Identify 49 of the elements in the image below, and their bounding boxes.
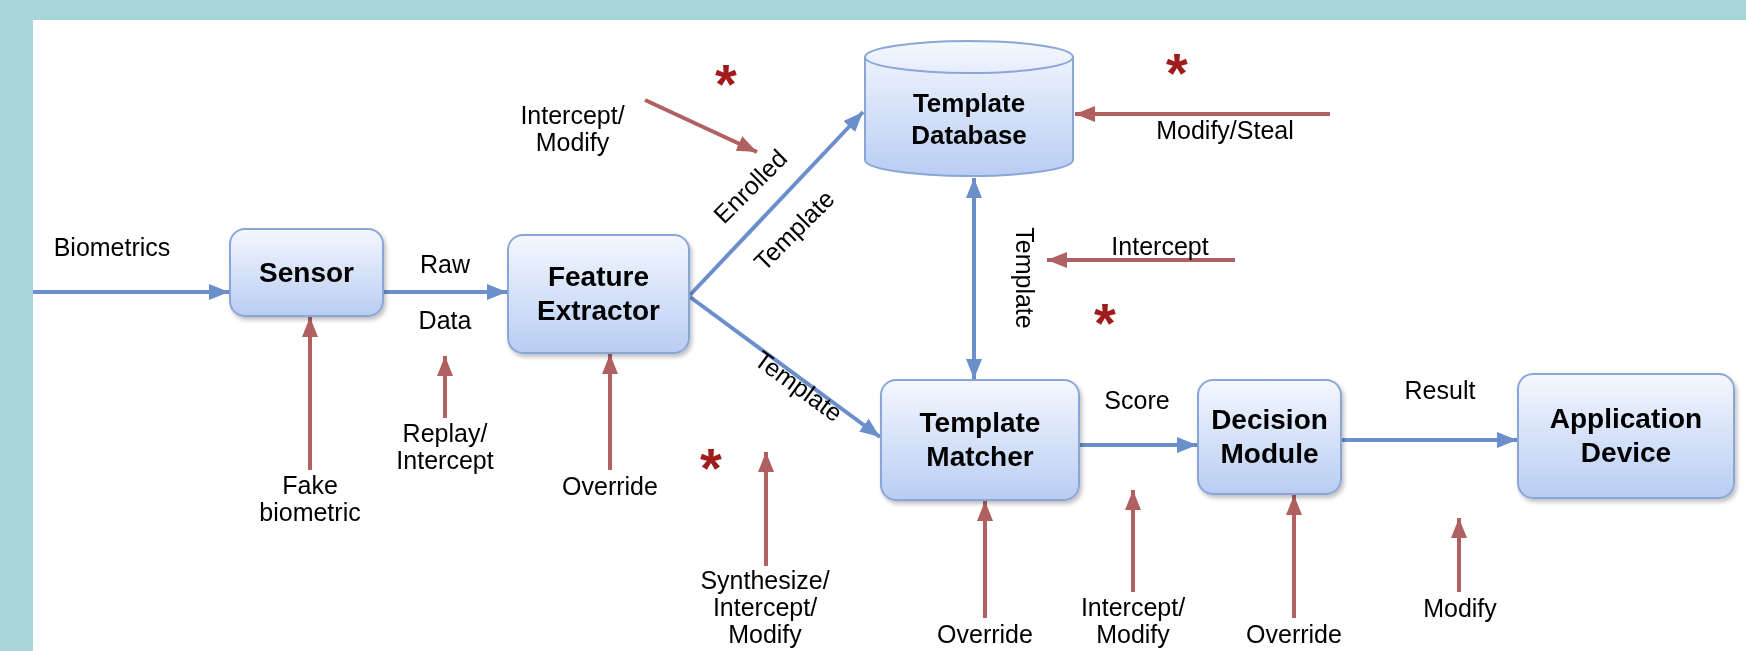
box-title: Feature Extractor [536,260,661,328]
box-title: Application Device [1548,402,1704,470]
arrow [688,295,882,439]
attack-text: Modify [1422,595,1498,622]
attack-text: Intercept/ Modify [1079,594,1187,648]
arrow [1286,495,1302,618]
attack-text: Fake biometric [258,472,362,526]
arrow [1451,518,1467,592]
arrow [1047,252,1235,268]
process-box [229,228,384,317]
box-title: Template Matcher [918,406,1042,474]
arrow [1125,490,1141,592]
arrow [1342,432,1517,448]
attack-text: Modify/Steal [1155,117,1295,144]
edge-label: Biometrics [52,232,172,262]
asterisk-mark: * [700,448,722,488]
attack-text: Replay/ Intercept [395,420,495,474]
edge-label: Result [1403,375,1477,405]
box-title: Decision Module [1210,403,1329,471]
attack-text: Override [1245,621,1343,648]
arrow [302,317,318,470]
arrow [33,284,229,300]
arrow [966,178,982,379]
asterisk-mark: * [1094,303,1116,343]
edge-label: Template [1010,226,1040,331]
process-box [1517,373,1735,499]
asterisk-mark: * [1166,53,1188,93]
arrow [384,284,507,300]
attack-text: Intercept/ Modify [519,102,626,156]
attack-text: Override [561,473,659,500]
process-box [880,379,1080,501]
asterisk-mark: * [715,64,737,104]
attack-text: Intercept [1110,233,1210,260]
box-title: Sensor [258,255,355,290]
edge-label: Raw Data [417,249,473,336]
arrow [977,501,993,618]
arrow [1080,437,1197,453]
attack-text: Synthesize/ Intercept/ Modify [699,567,831,648]
arrow [644,98,758,154]
arrow [758,452,774,566]
arrow [1075,106,1330,122]
arrow [602,354,618,470]
attack-text: Override [936,621,1034,648]
process-box [507,234,690,354]
process-box [1197,379,1342,495]
box-title: Template Database [910,86,1028,151]
edge-label: Score [1103,385,1171,415]
arrow [437,356,453,418]
arrow [688,110,865,297]
